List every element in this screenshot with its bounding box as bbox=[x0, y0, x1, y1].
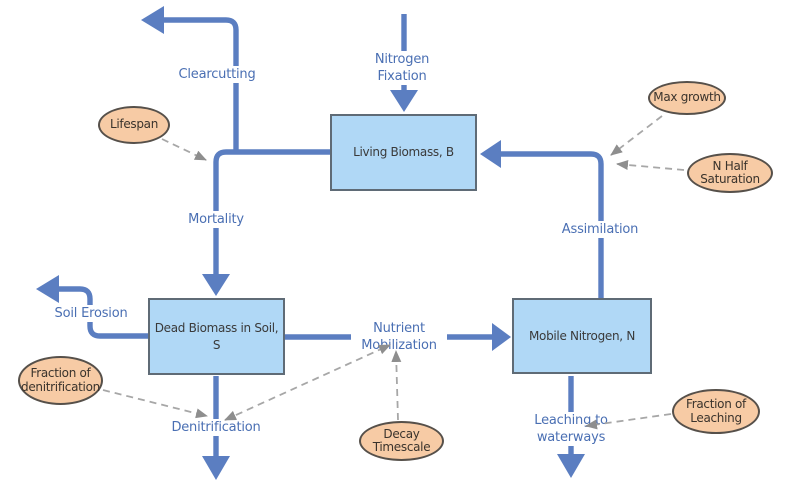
nitrogen-fixation-arrowhead bbox=[390, 90, 418, 112]
converter-n-half-saturation[interactable]: N Half Saturation bbox=[687, 153, 773, 193]
flow-clearcutting-pipe[interactable] bbox=[141, 6, 239, 153]
assimilation-arrowhead bbox=[480, 140, 501, 168]
flow-label-denitrification: Denitrification bbox=[162, 419, 270, 436]
converter-fraction-of-leaching[interactable]: Fraction of Leaching bbox=[672, 389, 760, 434]
flow-assimilation-pipe[interactable] bbox=[480, 140, 604, 298]
stock-mobile-nitrogen[interactable]: Mobile Nitrogen, N bbox=[512, 298, 652, 374]
flow-label-assimilation: Assimilation bbox=[552, 221, 648, 238]
leaching-arrowhead bbox=[557, 454, 585, 478]
soil-erosion-arrowhead bbox=[36, 275, 59, 303]
flow-label-nitrogen-fixation: Nitrogen Fixation bbox=[357, 51, 447, 85]
converter-fraction-of-denitrification-label: Fraction of denitrification bbox=[21, 366, 100, 394]
stock-living-biomass[interactable]: Living Biomass, B bbox=[330, 114, 477, 191]
converter-decay-timescale-label: Decay Timescale bbox=[372, 426, 431, 454]
mortality-arrowhead bbox=[202, 274, 230, 296]
flow-denitrification-pipe[interactable] bbox=[202, 376, 230, 480]
converter-lifespan-label: Lifespan bbox=[109, 117, 159, 132]
converter-decay-timescale[interactable]: Decay Timescale bbox=[359, 421, 444, 461]
denitrification-arrowhead bbox=[202, 456, 230, 480]
stock-dead-biomass[interactable]: Dead Biomass in Soil, S bbox=[148, 298, 285, 375]
converter-n-half-saturation-label: N Half Saturation bbox=[700, 158, 760, 186]
stock-mobile-nitrogen-label: Mobile Nitrogen, N bbox=[528, 328, 636, 343]
flow-label-leaching: Leaching to waterways bbox=[529, 412, 613, 446]
flow-mortality-pipe[interactable] bbox=[202, 149, 331, 296]
flow-label-nutrient-mobilization: Nutrient Mobilization bbox=[351, 320, 447, 354]
stock-dead-biomass-label: Dead Biomass in Soil, S bbox=[154, 320, 279, 352]
clearcutting-arrowhead bbox=[141, 6, 164, 34]
flow-label-soil-erosion: Soil Erosion bbox=[43, 305, 139, 322]
converter-max-growth[interactable]: Max growth bbox=[648, 81, 726, 115]
converter-lifespan[interactable]: Lifespan bbox=[98, 106, 170, 144]
converter-fraction-of-denitrification[interactable]: Fraction of denitrification bbox=[18, 356, 103, 405]
stock-living-biomass-label: Living Biomass, B bbox=[353, 145, 454, 159]
flow-label-mortality: Mortality bbox=[171, 211, 261, 228]
flow-label-clearcutting: Clearcutting bbox=[172, 66, 262, 83]
converter-max-growth-label: Max growth bbox=[653, 90, 721, 105]
converter-fraction-of-leaching-label: Fraction of Leaching bbox=[686, 397, 746, 425]
nutrient-mobilization-arrowhead bbox=[492, 323, 511, 351]
